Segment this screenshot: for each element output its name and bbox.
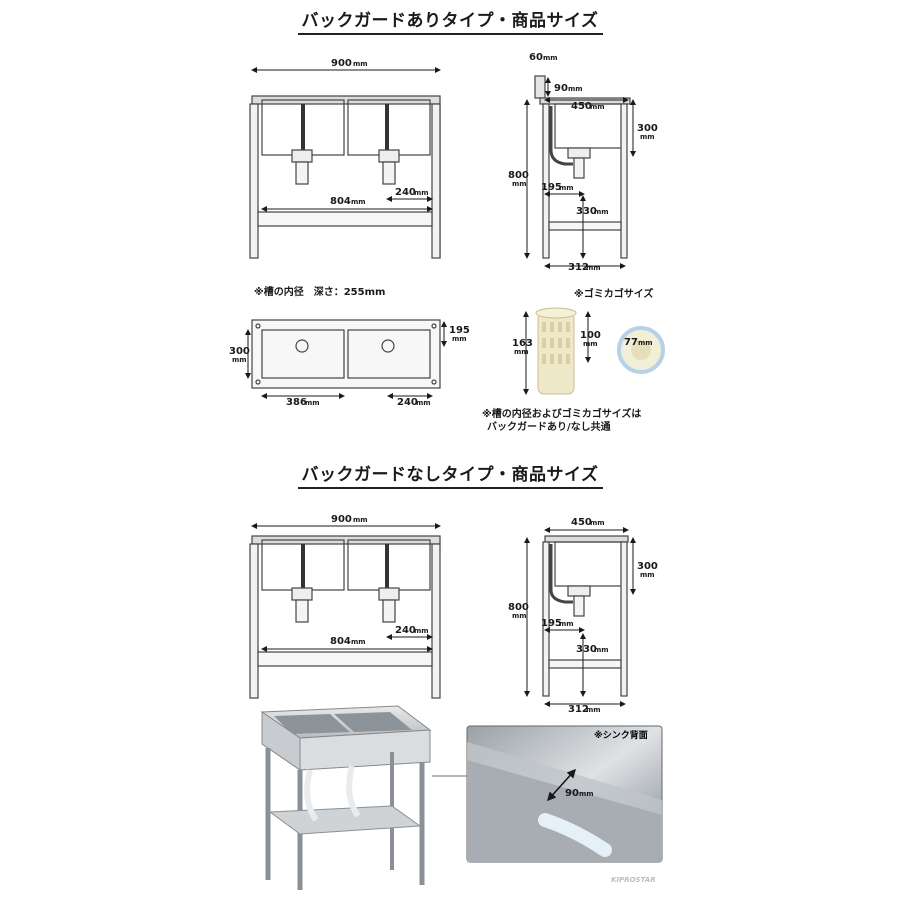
svg-text:900: 900 (331, 58, 352, 69)
svg-text:804: 804 (330, 636, 351, 647)
svg-text:195: 195 (541, 618, 562, 629)
basket-title: ※ゴミカゴサイズ (574, 289, 654, 300)
svg-text:mm: mm (590, 519, 605, 527)
svg-text:90: 90 (565, 788, 579, 799)
svg-text:mm: mm (594, 646, 609, 654)
svg-text:mm: mm (414, 627, 429, 635)
svg-text:450: 450 (571, 517, 592, 528)
svg-text:60: 60 (529, 52, 543, 63)
brand-watermark: KIPROSTAR (611, 876, 656, 884)
svg-text:mm: mm (305, 399, 320, 407)
svg-text:300: 300 (637, 123, 658, 134)
product-photo (260, 705, 468, 890)
svg-text:300: 300 (637, 561, 658, 572)
svg-text:mm: mm (232, 356, 247, 364)
svg-text:mm: mm (594, 208, 609, 216)
svg-text:386: 386 (286, 397, 307, 408)
svg-text:900: 900 (331, 514, 352, 525)
svg-text:mm: mm (586, 264, 601, 272)
svg-text:312: 312 (568, 704, 589, 715)
svg-text:mm: mm (586, 706, 601, 714)
svg-text:240: 240 (395, 625, 416, 636)
svg-text:mm: mm (543, 54, 558, 62)
section-title-no-backguard: バックガードなしタイプ・商品サイズ (0, 460, 900, 489)
svg-text:240: 240 (395, 187, 416, 198)
svg-text:mm: mm (640, 133, 655, 141)
svg-text:mm: mm (559, 184, 574, 192)
svg-text:163: 163 (512, 338, 533, 349)
svg-text:77: 77 (624, 337, 638, 348)
svg-text:312: 312 (568, 262, 589, 273)
svg-text:mm: mm (559, 620, 574, 628)
svg-text:mm: mm (568, 85, 583, 93)
svg-text:mm: mm (512, 612, 527, 620)
common-note-line2: バックガードあり/なし共通 (487, 422, 611, 433)
svg-text:mm: mm (640, 571, 655, 579)
svg-text:mm: mm (353, 60, 368, 68)
svg-text:mm: mm (583, 340, 598, 348)
svg-text:※シンク背面: ※シンク背面 (594, 729, 648, 741)
svg-text:240: 240 (397, 397, 418, 408)
front-view-backguard (249, 95, 441, 259)
svg-text:90: 90 (554, 83, 568, 94)
svg-text:mm: mm (590, 103, 605, 111)
svg-text:195: 195 (449, 325, 470, 336)
svg-text:804: 804 (330, 196, 351, 207)
svg-text:mm: mm (452, 335, 467, 343)
svg-text:330: 330 (576, 644, 597, 655)
svg-text:450: 450 (571, 101, 592, 112)
svg-text:mm: mm (512, 180, 527, 188)
svg-text:300: 300 (229, 346, 250, 357)
svg-text:800: 800 (508, 170, 529, 181)
svg-text:mm: mm (638, 339, 653, 347)
front-view-no-backguard (249, 535, 441, 699)
section-title-backguard: バックガードありタイプ・商品サイズ (0, 6, 900, 35)
svg-text:mm: mm (414, 189, 429, 197)
garbage-basket (535, 307, 665, 395)
side-view-no-backguard (542, 535, 629, 697)
svg-text:800: 800 (508, 602, 529, 613)
svg-text:mm: mm (416, 399, 431, 407)
svg-text:mm: mm (351, 198, 366, 206)
svg-text:195: 195 (541, 182, 562, 193)
svg-text:100: 100 (580, 330, 601, 341)
common-note-line1: ※槽の内径およびゴミカゴサイズは (482, 409, 642, 420)
plan-view (251, 319, 441, 389)
svg-text:mm: mm (351, 638, 366, 646)
svg-text:330: 330 (576, 206, 597, 217)
svg-text:mm: mm (579, 790, 594, 798)
svg-text:mm: mm (514, 348, 529, 356)
bowl-inner-note: ※槽の内径 深さ：255mm (254, 287, 386, 298)
svg-text:mm: mm (353, 516, 368, 524)
